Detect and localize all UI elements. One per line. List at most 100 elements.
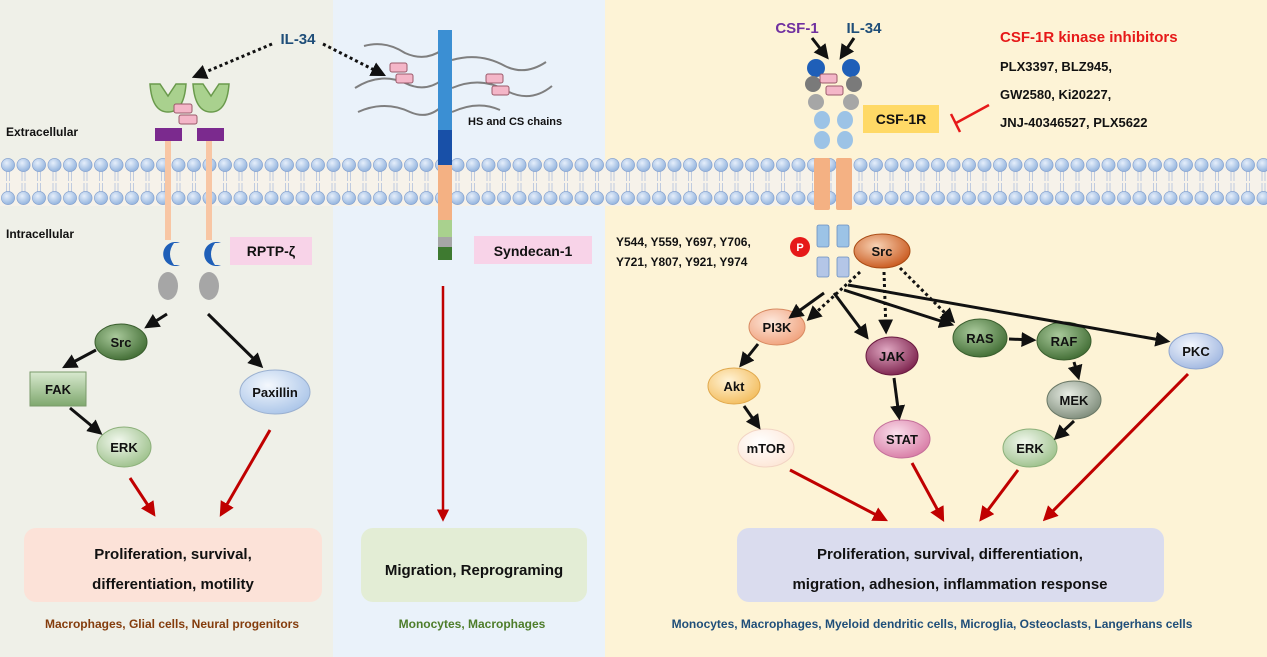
lipid-head	[1148, 191, 1162, 205]
lipid-head	[16, 158, 31, 172]
lipid-head	[574, 158, 589, 172]
lipid-head	[404, 158, 418, 172]
svg-text:RAS: RAS	[966, 331, 994, 346]
lipid-head	[1086, 191, 1100, 205]
svg-text:JAK: JAK	[879, 349, 906, 364]
node-paxillin: Paxillin	[239, 369, 311, 415]
lipid-head	[342, 158, 356, 172]
lipid-head	[404, 191, 418, 205]
lipid-head	[977, 158, 992, 172]
lipid-head	[760, 191, 775, 205]
lipid-head	[1024, 158, 1038, 172]
lipid-head	[1039, 158, 1054, 172]
outcome-left-line1: Proliferation, survival,	[94, 546, 252, 563]
lipid-head	[931, 158, 945, 172]
lipid-head	[481, 158, 496, 172]
arrow-erk-outcome-left	[128, 477, 156, 517]
lipid-head	[1086, 158, 1100, 172]
lipid-head	[419, 158, 434, 172]
lipid-head	[1, 191, 15, 205]
lipid-head	[652, 191, 666, 205]
lipid-head	[466, 158, 480, 172]
lipid-head	[1241, 158, 1255, 172]
node-src-left: Src	[94, 323, 148, 361]
lipid-head	[264, 191, 279, 205]
lipid-head	[264, 158, 279, 172]
lipid-head	[94, 191, 108, 205]
lipid-head	[388, 191, 403, 205]
outcome-middle: Migration, Reprograming	[385, 562, 563, 579]
lipid-head	[543, 191, 558, 205]
lipid-head	[16, 191, 31, 205]
outcome-box-right	[737, 528, 1164, 602]
svg-text:mTOR: mTOR	[747, 441, 786, 456]
lipid-head	[218, 158, 232, 172]
inhibitors-line2: GW2580, Ki20227,	[1000, 87, 1111, 102]
rptp-label-box	[230, 237, 312, 265]
lipid-head	[1256, 191, 1267, 205]
il34-to-rptp-arrow	[191, 42, 273, 79]
lipid-head	[1179, 158, 1193, 172]
lipid-head	[1008, 158, 1023, 172]
lipid-head	[621, 191, 635, 205]
lipid-head	[1225, 191, 1240, 205]
hs-cs-label: HS and CS chains	[468, 116, 562, 128]
lipid-head	[140, 158, 155, 172]
csf1r-receptor	[805, 59, 862, 278]
lipid-head	[714, 158, 728, 172]
tyrosine-sites-line1: Y544, Y559, Y697, Y706,	[616, 235, 751, 249]
lipid-head	[373, 158, 387, 172]
rptp-label: RPTP-ζ	[247, 243, 296, 259]
svg-text:Src: Src	[111, 335, 132, 350]
extracellular-label: Extracellular	[6, 125, 78, 139]
lipid-head	[450, 191, 465, 205]
node-raf: RAF	[1036, 321, 1092, 361]
lipid-head	[1070, 191, 1085, 205]
cells-left: Macrophages, Glial cells, Neural progeni…	[45, 617, 299, 631]
lipid-head	[1117, 191, 1131, 205]
lipid-head	[977, 191, 992, 205]
lipid-head	[1, 158, 15, 172]
lipid-head	[1179, 191, 1193, 205]
lipid-head	[714, 191, 728, 205]
node-pkc: PKC	[1168, 332, 1224, 370]
lipid-head	[109, 158, 124, 172]
lipid-head	[249, 158, 263, 172]
lipid-head	[1024, 191, 1038, 205]
lipid-head	[853, 158, 868, 172]
lipid-head	[931, 191, 945, 205]
svg-text:Akt: Akt	[724, 379, 746, 394]
lipid-head	[791, 158, 806, 172]
lipid-head	[962, 191, 976, 205]
svg-text:P: P	[796, 242, 803, 254]
csf1r-label: CSF-1R	[876, 111, 927, 127]
lipid-head	[187, 158, 201, 172]
lipid-head	[900, 191, 914, 205]
lipid-head	[636, 191, 651, 205]
rptp-receptor	[149, 83, 230, 300]
lipid-head	[559, 191, 573, 205]
lipid-head	[652, 158, 666, 172]
arrow-rptp-src	[144, 312, 168, 329]
lipid-head	[1148, 158, 1162, 172]
lipid-head	[388, 158, 403, 172]
syndecan-ligand-boxes	[389, 62, 510, 96]
svg-text:STAT: STAT	[886, 432, 918, 447]
lipid-head	[915, 158, 930, 172]
lipid-head	[326, 158, 341, 172]
lipid-head	[94, 158, 108, 172]
lipid-head	[78, 191, 93, 205]
lipid-head	[233, 158, 248, 172]
lipid-head	[450, 158, 465, 172]
lipid-head	[605, 158, 620, 172]
lipid-head	[1055, 158, 1069, 172]
syndecan-core	[438, 30, 452, 260]
lipid-head	[1194, 191, 1209, 205]
lipid-head	[590, 158, 604, 172]
lipid-head	[326, 191, 341, 205]
lipid-head	[47, 158, 62, 172]
lipid-head	[745, 158, 759, 172]
lipid-head	[1008, 191, 1023, 205]
lipid-head	[791, 191, 806, 205]
